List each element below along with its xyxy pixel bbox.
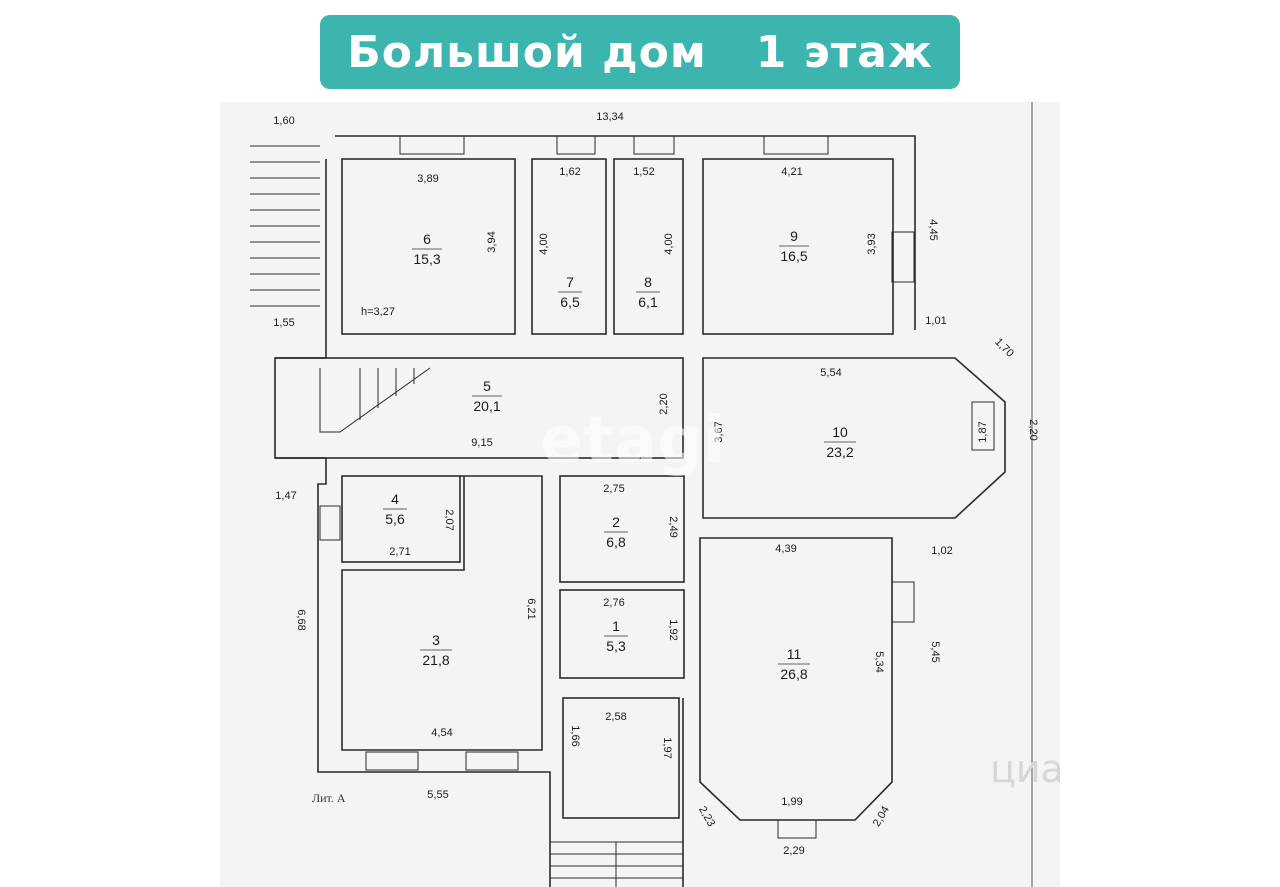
dim-400b: 4,00 (663, 233, 675, 254)
dim-166: 1,66 (569, 725, 581, 746)
room-7-outline (531, 158, 607, 335)
dim-height: h=3,27 (361, 306, 395, 318)
dim-204: 2,04 (871, 804, 892, 829)
room-2-area: 6,8 (606, 534, 626, 550)
room-2-number: 2 (612, 514, 620, 530)
dim-101: 1,01 (925, 315, 946, 327)
dim-454: 4,54 (431, 727, 452, 739)
room-4-area: 5,6 (385, 511, 405, 527)
dim-258: 2,58 (605, 711, 626, 723)
room-11-area: 26,8 (780, 666, 807, 682)
dimension-labels: 13,34 1,60 3,89 3,94 1,62 1,52 4,00 4,00… (273, 111, 1039, 857)
dim-621: 6,21 (525, 598, 537, 619)
dim-545: 5,45 (929, 641, 941, 662)
room-5-area: 20,1 (473, 398, 500, 414)
dim-199: 1,99 (781, 796, 802, 808)
page-title: Большой дом 1 этаж (347, 26, 933, 78)
dim-421: 4,21 (781, 166, 802, 178)
room-6-number: 6 (423, 231, 431, 247)
dim-389: 3,89 (417, 173, 438, 185)
dim-393: 3,93 (866, 233, 878, 254)
outer-walls (275, 135, 916, 887)
cian-watermark: циан (990, 747, 1060, 791)
room-10-area: 23,2 (826, 444, 853, 460)
floor-plan: 6 15,3 7 6,5 8 6,1 9 16,5 5 20,1 10 23,2… (250, 102, 1060, 887)
dim-367: 3,67 (713, 421, 725, 442)
room-7-area: 6,5 (560, 294, 580, 310)
dim-102: 1,02 (931, 545, 952, 557)
dim-147: 1,47 (275, 490, 296, 502)
room-2-outline (559, 475, 685, 583)
dim-534: 5,34 (873, 651, 885, 672)
dim-187: 1,87 (977, 421, 989, 442)
room-1-number: 1 (612, 618, 620, 634)
room-4-outline (341, 475, 461, 563)
dim-668: 6,68 (295, 609, 307, 630)
dim-249: 2,49 (667, 516, 679, 537)
dim-555: 5,55 (427, 789, 448, 801)
room-6-area: 15,3 (413, 251, 440, 267)
room-walls (274, 158, 1006, 821)
dim-223: 2,23 (696, 804, 717, 829)
dim-155: 1,55 (273, 317, 294, 329)
dim-554: 5,54 (820, 367, 841, 379)
room-labels: 6 15,3 7 6,5 8 6,1 9 16,5 5 20,1 10 23,2… (383, 228, 856, 682)
dim-top-total: 13,34 (596, 111, 624, 123)
room-3-area: 21,8 (422, 652, 449, 668)
room-3-outline (341, 475, 543, 751)
dim-220b: 2,20 (1027, 419, 1039, 440)
dim-275: 2,75 (603, 483, 624, 495)
room-9-outline (702, 158, 894, 335)
vestibule-outline (562, 697, 680, 819)
room-5-outline (274, 357, 684, 459)
dim-207: 2,07 (443, 509, 455, 530)
room-8-outline (613, 158, 684, 335)
room-11-number: 11 (787, 646, 802, 662)
room-3-number: 3 (432, 632, 440, 648)
lit-label: Лит. А (312, 791, 346, 805)
room-6-outline (341, 158, 516, 335)
dim-276: 2,76 (603, 597, 624, 609)
room-1-outline (559, 589, 685, 679)
dim-394: 3,94 (486, 231, 498, 252)
room-4-number: 4 (391, 491, 399, 507)
room-8-number: 8 (644, 274, 652, 290)
dim-400a: 4,00 (538, 233, 550, 254)
room-1-area: 5,3 (606, 638, 626, 654)
staircase (250, 145, 683, 887)
dim-439: 4,39 (775, 543, 796, 555)
dim-192: 1,92 (667, 619, 679, 640)
dim-152: 1,52 (633, 166, 654, 178)
dim-445: 4,45 (927, 219, 939, 240)
dim-229: 2,29 (783, 845, 804, 857)
room-9-area: 16,5 (780, 248, 807, 264)
room-10-outline (702, 357, 1006, 519)
window-marks (319, 135, 995, 839)
dim-271: 2,71 (389, 546, 410, 558)
dim-160: 1,60 (273, 115, 294, 127)
dim-170: 1,70 (992, 336, 1016, 360)
room-11-outline (699, 537, 893, 821)
dim-162: 1,62 (559, 166, 580, 178)
room-10-number: 10 (832, 424, 848, 440)
title-banner: Большой дом 1 этаж (320, 15, 960, 89)
room-5-number: 5 (483, 378, 491, 394)
etagi-watermark: etagi (540, 404, 725, 478)
floor-plan-sheet: 6 15,3 7 6,5 8 6,1 9 16,5 5 20,1 10 23,2… (220, 102, 1060, 887)
dim-197: 1,97 (661, 737, 673, 758)
room-8-area: 6,1 (638, 294, 658, 310)
dim-220a: 2,20 (658, 393, 670, 414)
room-9-number: 9 (790, 228, 798, 244)
dim-915: 9,15 (471, 437, 492, 449)
room-7-number: 7 (566, 274, 574, 290)
